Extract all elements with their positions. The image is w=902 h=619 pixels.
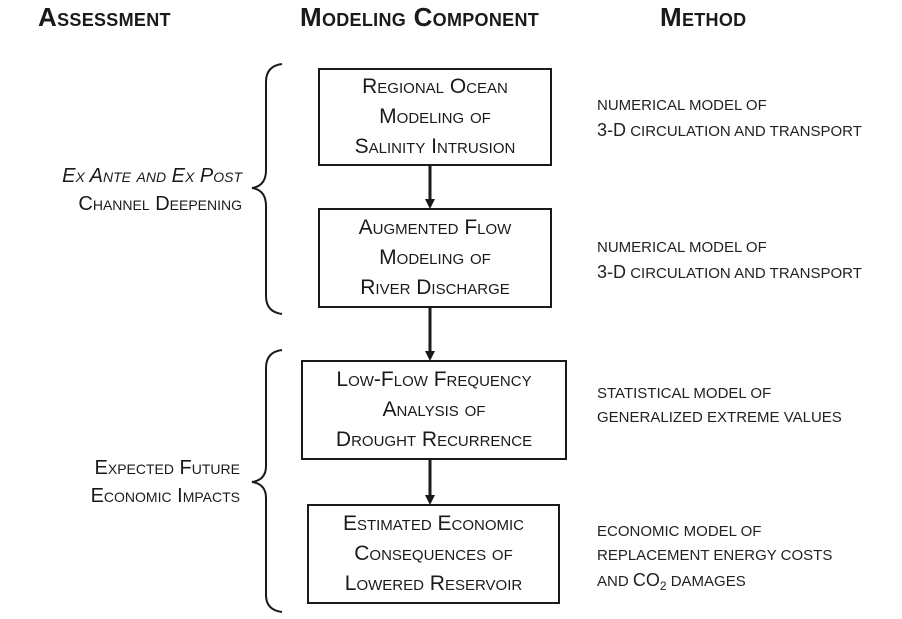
component-box-river-discharge: Augmented Flow Modeling of River Dischar…	[318, 208, 552, 308]
method-text: damages	[670, 573, 746, 590]
component-line: Salinity Intrusion	[354, 135, 516, 158]
component-box-lowered-reservoir: Estimated Economic Consequences of Lower…	[307, 504, 560, 604]
method-co: CO	[632, 570, 660, 590]
header-method: Method	[660, 2, 747, 32]
component-line: Augmented Flow	[358, 216, 512, 239]
method-circulation-2: numerical model of 3-D circulation and t…	[597, 236, 862, 286]
assessment-line: Expected Future	[94, 457, 240, 479]
method-statistical: statistical Model of generalized extreme…	[597, 382, 842, 430]
method-line: numerical model of	[597, 97, 767, 114]
component-line: Drought Recurrence	[335, 428, 533, 451]
method-line: numerical model of	[597, 239, 767, 256]
bracket-bottom	[251, 349, 283, 613]
assessment-line: Economic Impacts	[90, 485, 240, 507]
method-line: and CO2 damages	[597, 568, 832, 598]
component-box-salinity-intrusion: Regional Ocean Modeling of Salinity Intr…	[318, 68, 552, 166]
component-line: Consequences of	[354, 542, 513, 565]
method-circulation-1: numerical model of 3-D circulation and t…	[597, 94, 862, 144]
component-line: Analysis of	[382, 398, 486, 421]
method-subscript: 2	[659, 579, 667, 593]
method-text: circulation and transport	[630, 265, 862, 282]
method-prefix: 3-D	[597, 262, 627, 282]
component-line: River Discharge	[360, 276, 510, 299]
method-line: 3-D circulation and transport	[597, 118, 862, 144]
method-line: economic model of	[597, 523, 762, 540]
component-line: Estimated Economic	[342, 512, 525, 535]
method-line: generalized extreme values	[597, 409, 842, 426]
assessment-line: Channel Deepening	[78, 193, 242, 215]
method-economic: economic model of Replacement energy cos…	[597, 520, 832, 598]
component-line: Lowered Reservoir	[344, 572, 523, 595]
component-box-drought-recurrence: Low-Flow Frequency Analysis of Drought R…	[301, 360, 567, 460]
method-line: 3-D circulation and transport	[597, 260, 862, 286]
method-prefix: 3-D	[597, 120, 627, 140]
component-line: Regional Ocean	[362, 75, 508, 98]
bracket-top	[251, 63, 283, 315]
assessment-economic-impacts: Expected Future Economic Impacts	[0, 454, 240, 510]
assessment-channel-deepening: Ex Ante and Ex Post Channel Deepening	[0, 162, 242, 218]
assessment-line: Ex Ante and Ex Post	[62, 165, 242, 187]
method-line: statistical Model of	[597, 385, 772, 402]
method-text: and	[597, 573, 629, 590]
component-line: Modeling of	[379, 246, 491, 269]
header-modeling-component: Modeling Component	[300, 2, 540, 32]
method-line: Replacement energy costs	[597, 547, 833, 564]
method-text: circulation and transport	[630, 123, 862, 140]
component-line: Modeling of	[379, 105, 491, 128]
header-assessment: Assessment	[38, 2, 171, 32]
component-line: Low-Flow Frequency	[336, 368, 532, 391]
